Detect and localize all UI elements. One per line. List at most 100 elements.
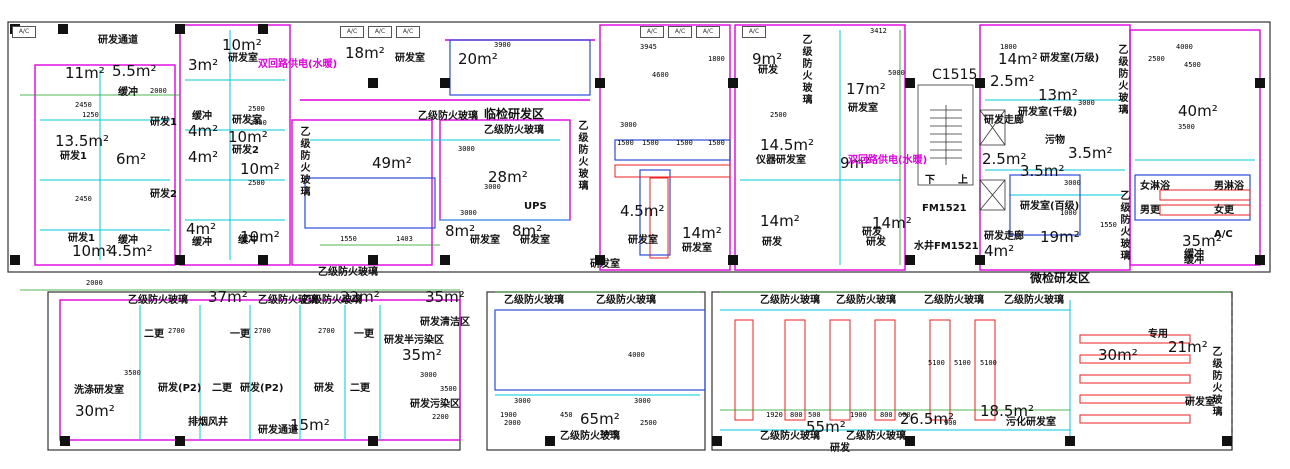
room-label: 研发室 [470,235,500,246]
glass-label: 乙级防火玻璃 [484,125,544,136]
room-label: 研发2 [232,145,259,156]
room-label: 缓冲 [118,235,138,246]
room-label: 研发 [758,65,778,76]
glass-label: 乙级防火玻璃 [760,431,820,442]
dim-label: 3412 [870,27,887,35]
dim-label: 3500 [440,385,457,393]
glass-label: 乙级防火玻璃 [846,431,906,442]
ac-tag: A/C [668,26,692,38]
area-label: 22m² [340,288,380,306]
area-label: 14m² [682,224,722,242]
room-label: 研发清洁区 [420,317,470,328]
dim-label: 4500 [1184,61,1201,69]
dim-label: 1550 [1100,221,1117,229]
area-label: 65m² [580,410,620,428]
room-label: 缓冲 [118,87,138,98]
glass-label: 乙级防火玻璃 [504,295,564,306]
dim-label: 1550 [340,235,357,243]
magenta-walls [34,24,1261,441]
ac-tag: A/C [340,26,364,38]
room-label: 研发走廊 [984,115,1024,126]
room-label: 缓冲 [192,237,212,248]
dim-label: 1920 [766,411,783,419]
room-label: 研发室 [848,103,878,114]
room-label: 缓冲 [1184,255,1204,266]
area-label: 14.5m² [760,136,815,154]
room-label: 污化研发室 [1006,417,1056,428]
stair-up-label: 上 [958,175,968,186]
stair-code: C1515 [932,67,978,83]
room-label: 缓冲 [238,235,258,246]
area-label: 13.5m² [55,132,110,150]
dim-label: 1900 [850,411,867,419]
dim-label: 2450 [75,195,92,203]
glass-label: 乙级防火玻璃 [1004,295,1064,306]
area-label: 2.5m² [982,150,1027,168]
area-label: 18m² [345,44,385,62]
dim-label: 450 [560,411,573,419]
room-label: 一更 [354,329,374,340]
dim-label: 5100 [954,359,971,367]
area-label: 4m² [188,122,219,140]
green-dim-lines [20,30,1230,411]
dim-label: 2200 [432,413,449,421]
room-label: 研发室 [590,259,620,270]
room-label: 研发室 [228,53,258,64]
area-label: 3.5m² [1020,162,1065,180]
area-label: 49m² [372,154,412,172]
area-label: 10m² [228,128,268,146]
room-label: 女更 [1214,205,1234,216]
area-label: 14m² [998,50,1038,68]
door-code: FM1521 [922,203,967,214]
dim-label: 2450 [75,101,92,109]
zone-title: 临检研发区 [484,107,545,121]
dim-label: 600 [898,411,911,419]
room-label: 研发污染区 [410,399,460,410]
area-label: 4.5m² [108,242,153,260]
red-equipment [614,164,1251,424]
dim-label: 4600 [652,71,669,79]
outer-walls [7,21,1271,451]
room-label: 研发通道 [258,425,298,436]
dim-label: 3000 [458,145,475,153]
area-label: 21m² [1168,338,1208,356]
area-label: 9m² [840,154,871,172]
dim-label: 3945 [640,43,657,51]
area-label: 3.5m² [1068,144,1113,162]
area-label: 55m² [806,418,846,436]
dim-label: 3000 [514,397,531,405]
room-label: 排烟风井 [188,417,228,428]
area-label: 19m² [1040,228,1080,246]
glass-label-vertical: 乙级防火玻璃 [1118,190,1129,262]
dim-label: 2000 [250,119,267,127]
room-label: 二更 [350,383,370,394]
glass-label: 乙级防火玻璃 [924,295,984,306]
room-label: 污物 [1045,135,1065,146]
area-label: 14m² [872,214,912,232]
ac-tag: A/C [640,26,664,38]
dim-label: 800 [880,411,893,419]
area-label: 4m² [188,148,219,166]
door-code: FM1521 [934,241,979,252]
area-label: 35m² [425,288,465,306]
glass-label: 乙级防火玻璃 [760,295,820,306]
dim-label: 2500 [770,111,787,119]
room-label: 研发室 [395,53,425,64]
ac-tag: A/C [12,26,36,38]
dim-label: 2000 [86,279,103,287]
dim-label: 3500 [124,369,141,377]
room-label: 研发2 [150,189,177,200]
dim-label: 3000 [484,183,501,191]
dim-label: 4000 [628,351,645,359]
room-label: 男更 [1140,205,1160,216]
power-label: 双回路供电(水暖) [258,59,338,70]
area-label: 10m² [222,36,262,54]
dim-label: 2500 [1148,55,1165,63]
glass-label: 乙级防火玻璃 [318,267,378,278]
room-label: 研发1 [60,151,87,162]
area-label: 6m² [116,150,147,168]
stair-down-label: 下 [925,175,935,186]
dim-label: 2500 [248,105,265,113]
zone-title: 微检研发区 [1030,271,1091,285]
area-label: 10m² [72,242,112,260]
